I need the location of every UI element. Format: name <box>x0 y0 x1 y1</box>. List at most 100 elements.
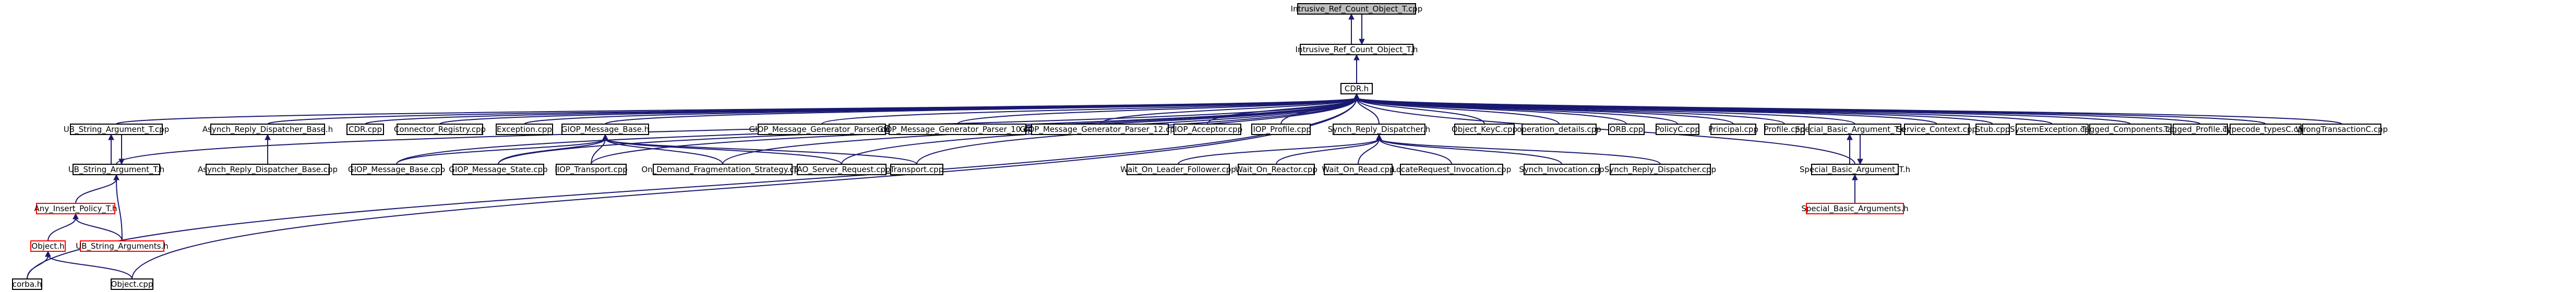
node-iiop-tr-cpp[interactable]: IIOP_Transport.cpp <box>555 164 628 175</box>
arrowhead-transport_cpp-to-cdr_h <box>1353 93 1360 100</box>
node-box <box>1324 164 1393 175</box>
arrowhead-sba_cpp-to-sba_h <box>1857 159 1863 165</box>
node-object-cpp[interactable]: Object.cpp <box>111 278 153 290</box>
arrowhead-root-to-irco_h <box>1359 39 1365 45</box>
node-sba-h[interactable]: Special_Basic_Argument_T.h <box>1800 164 1910 175</box>
edge-sba_h-to-cdr_h <box>1356 98 1855 165</box>
node-sysexc-cpp[interactable]: SystemException.cpp <box>2010 124 2094 135</box>
node-giop-gp10-cpp[interactable]: GIOP_Message_Generator_Parser_10.cpp <box>878 124 1038 135</box>
node-label: Wait_On_Reactor.cpp <box>1235 165 1317 175</box>
node-box <box>2173 124 2228 135</box>
node-label: PolicyC.cpp <box>1655 125 1700 134</box>
node-box <box>758 124 886 135</box>
node-profile-cpp[interactable]: Profile.cpp <box>1764 124 1805 135</box>
node-connreg-cpp[interactable]: Connector_Registry.cpp <box>394 124 486 135</box>
node-exception-cpp[interactable]: Exception.cpp <box>496 124 553 135</box>
node-iiop-prof-cpp[interactable]: IIOP_Profile.cpp <box>1251 124 1311 135</box>
edge-object_cpp-to-object_h <box>47 255 133 279</box>
node-label: UB_String_Argument_T.cpp <box>64 125 169 135</box>
node-box <box>1454 124 1515 135</box>
node-tagcomp-cpp[interactable]: Tagged_Components.cpp <box>2081 124 2179 135</box>
arrowhead-ard_cpp-to-ard_h <box>265 133 271 140</box>
edge-srd_h-to-cdr_h <box>1356 98 1380 125</box>
node-box <box>797 164 886 175</box>
node-irco-h[interactable]: Intrusive_Ref_Count_Object_T.h <box>1296 44 1418 55</box>
node-box <box>556 164 627 175</box>
edge-iiop_acc_cpp-to-cdr_h <box>1207 98 1357 125</box>
edges-layer <box>27 13 2342 279</box>
node-srd-h[interactable]: Synch_Reply_Dispatcher.h <box>1328 124 1430 135</box>
arrowhead-transport_cpp-to-giop_mb_h <box>602 133 608 140</box>
node-cdr-h[interactable]: CDR.h <box>1340 83 1373 94</box>
node-label: operation_details.cpp <box>1517 125 1601 135</box>
arrowhead-sbargs_h-to-sba_h <box>1852 174 1858 180</box>
node-lri-cpp[interactable]: LocateRequest_Invocation.cpp <box>1392 164 1511 175</box>
edge-srd_cpp-to-srd_h <box>1379 138 1661 165</box>
node-si-cpp[interactable]: Synch_Invocation.cpp <box>1519 164 1604 175</box>
node-object-h[interactable]: Object.h <box>30 240 66 252</box>
node-box <box>2089 124 2172 135</box>
node-label: IIOP_Transport.cpp <box>555 165 628 175</box>
node-wstrc-cpp[interactable]: WrongTransactionC.cpp <box>2296 124 2388 135</box>
node-tagprof-cpp[interactable]: Tagged_Profile.cpp <box>2163 124 2237 135</box>
arrowhead-ubsargs_h-to-ubsa_h <box>113 174 119 180</box>
node-giop-ms-cpp[interactable]: GIOP_Message_State.cpp <box>449 164 548 175</box>
node-corba-h[interactable]: corba.h <box>12 278 42 290</box>
node-giop-mb-h[interactable]: GIOP_Message_Base.h <box>561 124 649 135</box>
node-label: corba.h <box>13 279 42 289</box>
node-box <box>1173 124 1241 135</box>
node-ard-h[interactable]: Asynch_Reply_Dispatcher_Base.h <box>202 124 333 135</box>
node-label: Tagged_Profile.cpp <box>2163 125 2237 135</box>
node-policyc-cpp[interactable]: PolicyC.cpp <box>1655 124 1700 135</box>
arrowhead-irco_h-to-root <box>1348 13 1355 20</box>
node-box <box>1238 164 1315 175</box>
node-ubsargs-h[interactable]: UB_String_Arguments.h <box>76 240 169 252</box>
node-wor-cpp[interactable]: Wait_On_Reactor.cpp <box>1235 164 1317 175</box>
node-worr-cpp[interactable]: Wait_On_Read.cpp <box>1322 164 1395 175</box>
node-label: GIOP_Message_Generator_Parser_12.cpp <box>1020 125 1180 135</box>
node-label: IIOP_Acceptor.cpp <box>1172 125 1242 135</box>
node-box <box>36 203 115 214</box>
node-box <box>80 240 164 252</box>
node-box <box>12 278 42 290</box>
node-principal-cpp[interactable]: Principal.cpp <box>1708 124 1758 135</box>
edge-worr_cpp-to-srd_h <box>1358 138 1380 165</box>
node-ubsa-cpp[interactable]: UB_String_Argument_T.cpp <box>64 124 169 135</box>
node-transport-cpp[interactable]: Transport.cpp <box>890 164 943 175</box>
node-okeyc-cpp[interactable]: Object_KeyC.cpp <box>1452 124 1517 135</box>
node-tao-sr-cpp[interactable]: TAO_Server_Request.cpp <box>793 164 891 175</box>
node-box <box>206 164 330 175</box>
node-ubsa-h[interactable]: UB_String_Argument_T.h <box>68 164 165 175</box>
node-giop-gp12-cpp[interactable]: GIOP_Message_Generator_Parser_12.cpp <box>1020 124 1180 135</box>
node-stub-cpp[interactable]: Stub.cpp <box>1975 124 2010 135</box>
node-ard-cpp[interactable]: Asynch_Reply_Dispatcher_Base.cpp <box>198 164 338 175</box>
node-box <box>111 278 153 290</box>
node-label: ORB.cpp <box>1610 125 1644 134</box>
node-sba-cpp[interactable]: Special_Basic_Argument_T.cpp <box>1795 124 1915 135</box>
node-box <box>1333 124 1425 135</box>
node-giop-gp-cpp[interactable]: GIOP_Message_Generator_Parser.cpp <box>749 124 895 135</box>
node-box <box>1127 164 1230 175</box>
node-wolf-cpp[interactable]: Wait_On_Leader_Follower.cpp <box>1120 164 1236 175</box>
node-opdet-cpp[interactable]: operation_details.cpp <box>1517 124 1601 135</box>
node-label: Profile.cpp <box>1764 125 1805 134</box>
node-label: LocateRequest_Invocation.cpp <box>1392 165 1511 175</box>
node-box <box>1764 124 1805 135</box>
node-root[interactable]: Intrusive_Ref_Count_Object_T.cpp <box>1291 3 1423 15</box>
node-iiop-acc-cpp[interactable]: IIOP_Acceptor.cpp <box>1172 124 1242 135</box>
node-srd-cpp[interactable]: Synch_Reply_Dispatcher.cpp <box>1604 164 1716 175</box>
node-box <box>1521 124 1597 135</box>
node-cdr-cpp[interactable]: CDR.cpp <box>346 124 384 135</box>
node-orb-cpp[interactable]: ORB.cpp <box>1608 124 1645 135</box>
node-typecode-cpp[interactable]: Typecode_typesC.cpp <box>2223 124 2308 135</box>
node-odfs-cpp[interactable]: On_Demand_Fragmentation_Strategy.cpp <box>641 164 804 175</box>
node-giop-mb-cpp[interactable]: GIOP_Message_Base.cpp <box>348 164 445 175</box>
node-svcctx-cpp[interactable]: Service_Context.cpp <box>1897 124 1977 135</box>
node-box <box>1610 164 1711 175</box>
node-box <box>1524 164 1600 175</box>
node-aip-h[interactable]: Any_Insert_Policy_T.h <box>34 203 117 214</box>
node-sbargs-h[interactable]: Special_Basic_Arguments.h <box>1801 203 1909 214</box>
edge-tao_sr_cpp-to-giop_mb_h <box>605 138 842 165</box>
node-label: UB_String_Arguments.h <box>76 241 169 251</box>
edge-giop_mb_cpp-to-giop_mb_h <box>396 138 606 165</box>
